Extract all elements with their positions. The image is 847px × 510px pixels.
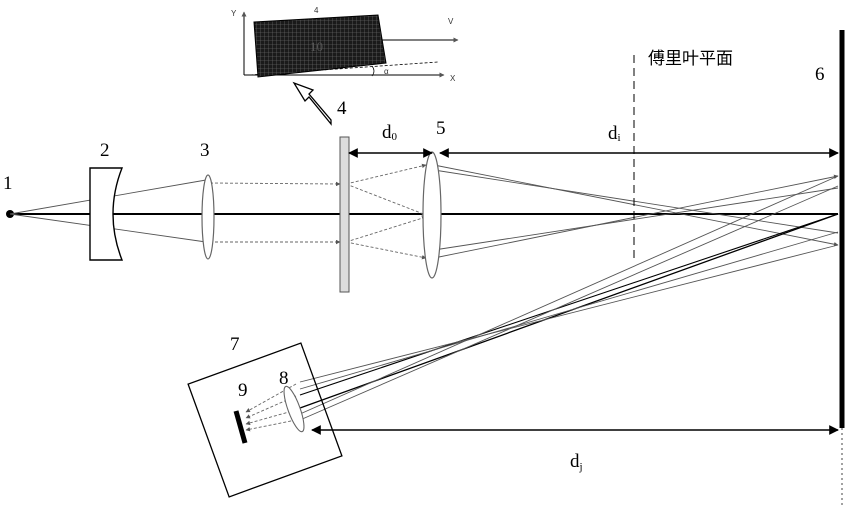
camera — [188, 343, 342, 497]
camera-sensor — [236, 411, 245, 443]
grating-inset: Y X V 4 α 10 — [231, 6, 458, 83]
fourier-lens — [423, 152, 441, 278]
inset-angle-label: α — [384, 67, 389, 76]
label-4: 4 — [337, 98, 347, 119]
label-6: 6 — [815, 64, 825, 85]
inset-v-label: V — [448, 17, 454, 26]
label-2: 2 — [100, 140, 110, 161]
callout-arrow — [294, 83, 331, 124]
camera-lens — [280, 384, 308, 433]
label-3: 3 — [200, 140, 210, 161]
grating — [340, 137, 349, 292]
label-10: 10 — [310, 39, 323, 54]
label-9: 9 — [238, 380, 248, 401]
label-1: 1 — [3, 173, 13, 194]
label-dj: dj — [570, 451, 583, 473]
collimating-lens — [202, 175, 214, 259]
label-5: 5 — [436, 118, 446, 139]
label-d0: d0 — [382, 122, 398, 143]
inset-y-label: Y — [231, 9, 237, 18]
label-8: 8 — [279, 368, 289, 389]
label-di: di — [608, 123, 621, 144]
fourier-plane-label: 傅里叶平面 — [648, 49, 733, 69]
label-7: 7 — [230, 334, 240, 355]
inset-grating-number: 4 — [314, 6, 319, 15]
inset-x-label: X — [450, 74, 456, 83]
